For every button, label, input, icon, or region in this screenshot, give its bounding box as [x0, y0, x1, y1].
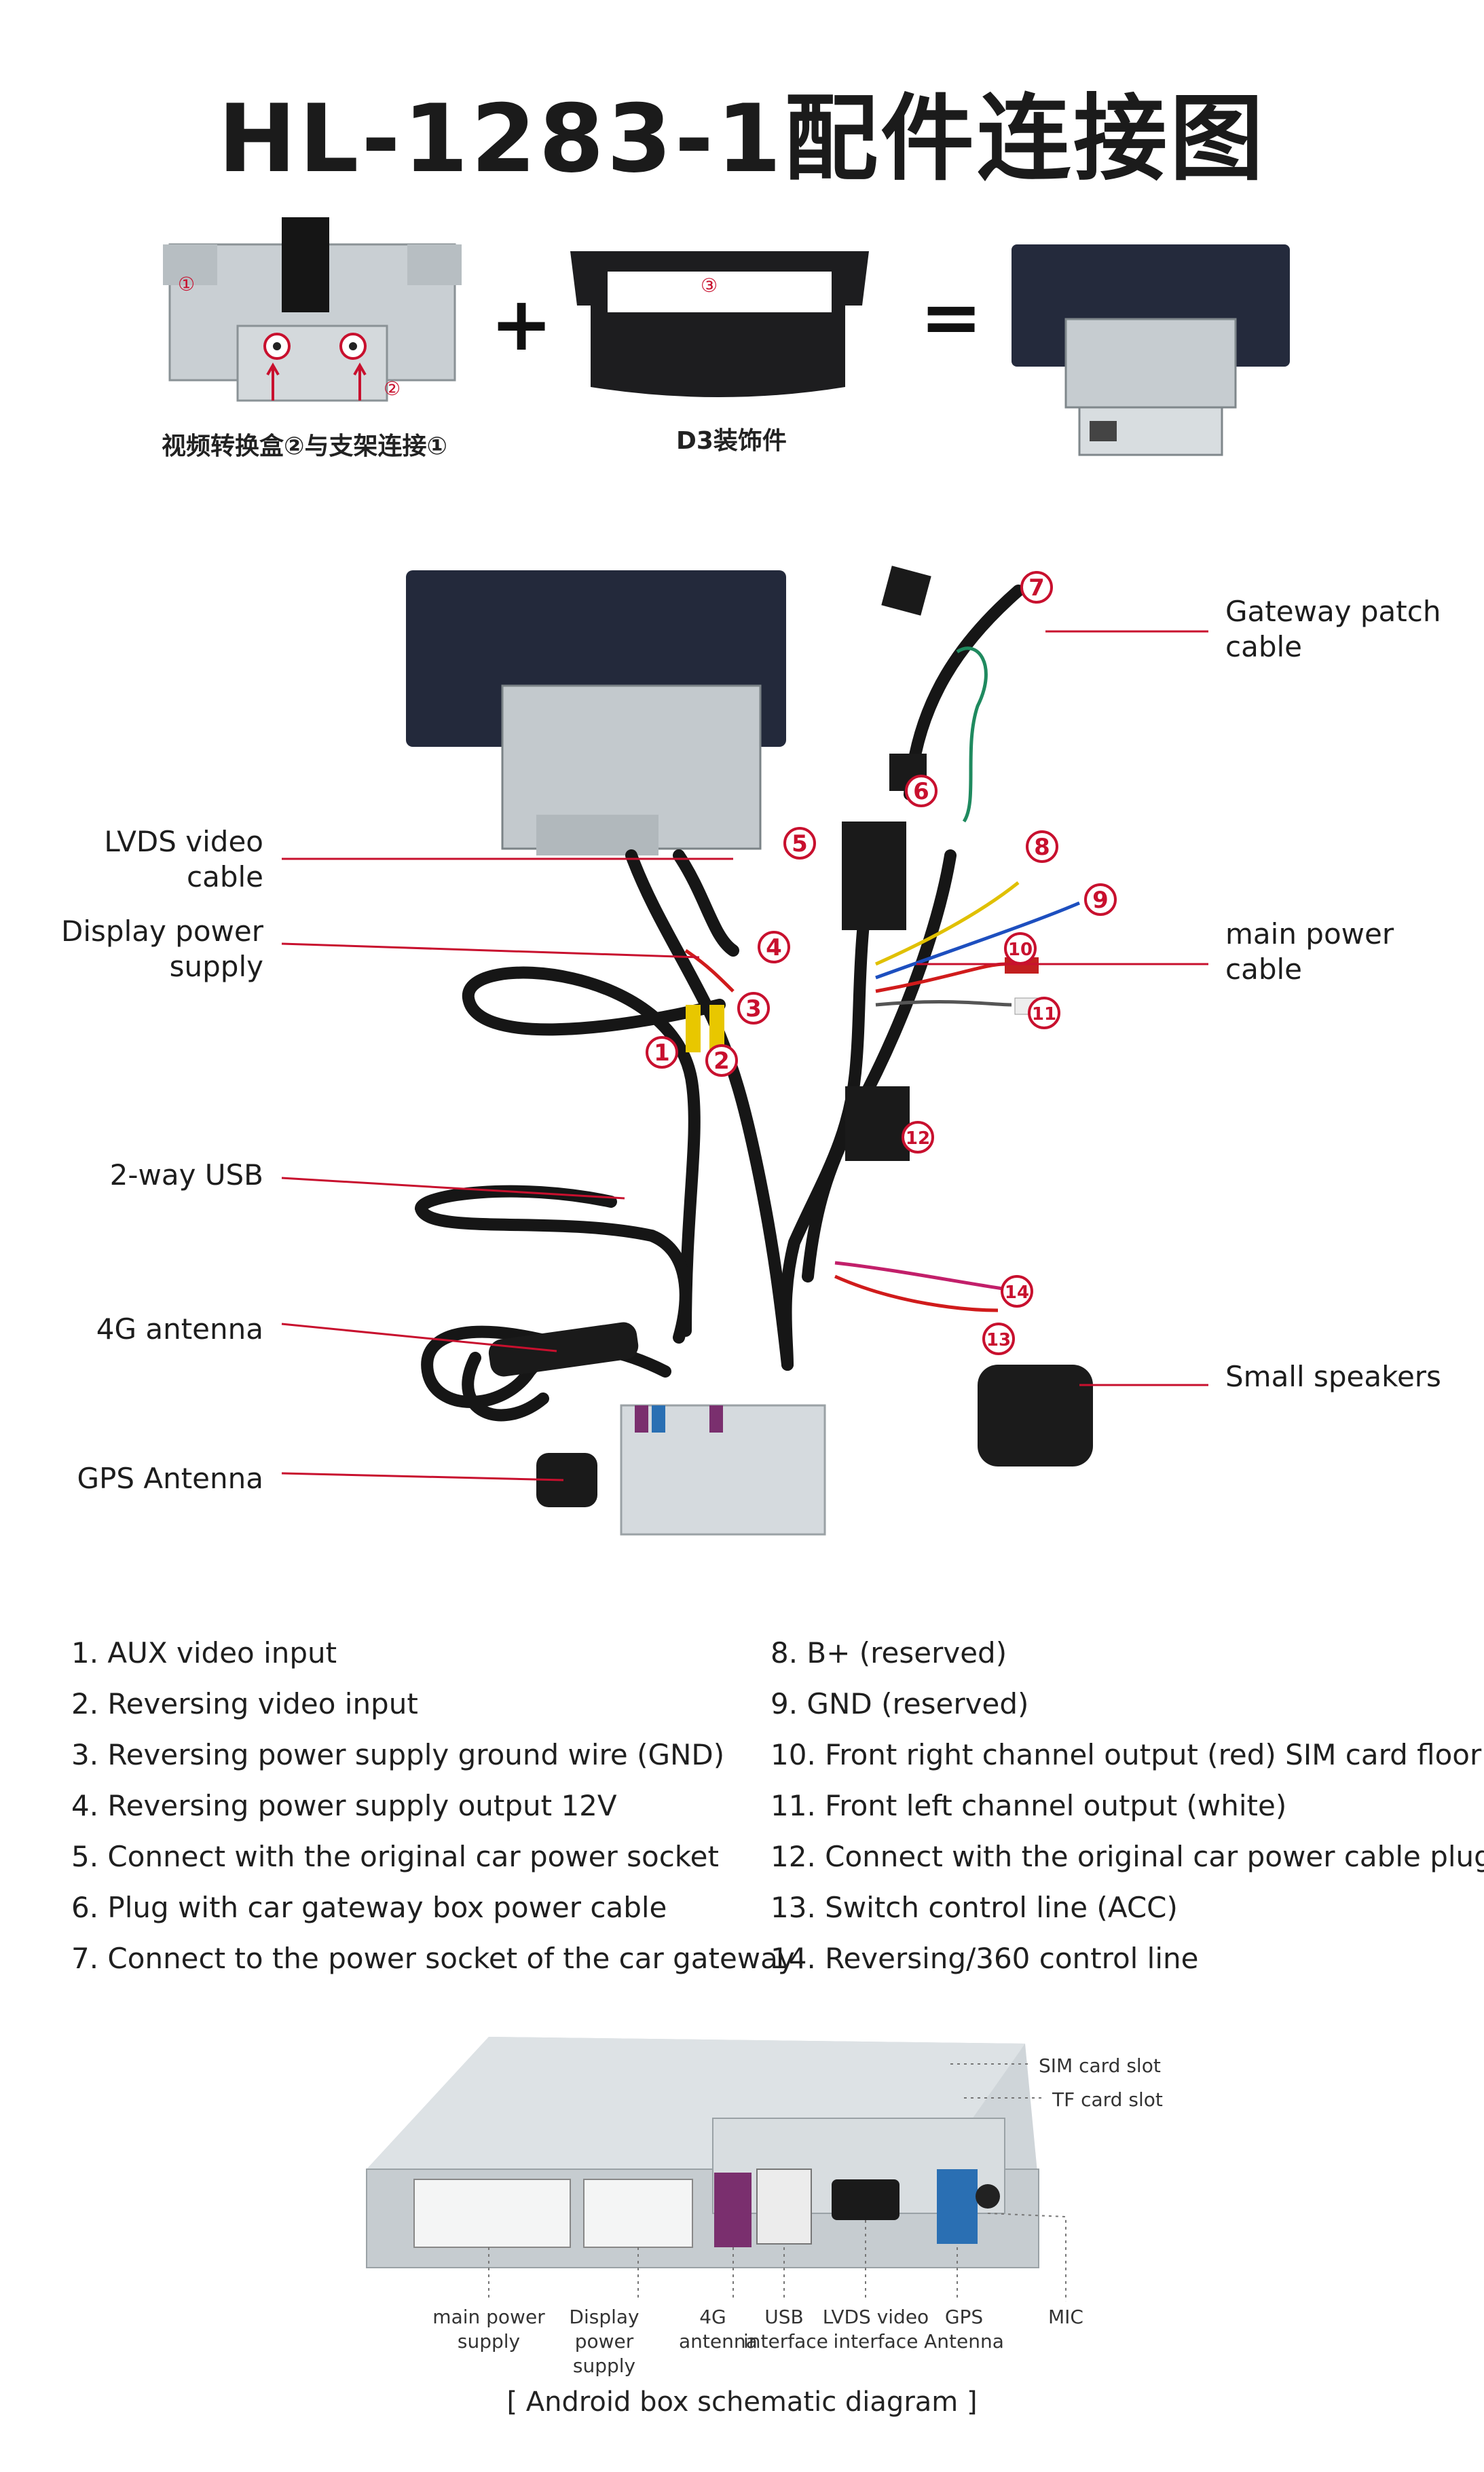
legend-item: 13. Switch control line (ACC) [771, 1891, 1178, 1924]
svg-text:6: 6 [913, 778, 929, 805]
usb-port [756, 2169, 812, 2245]
legend-item: 9. GND (reserved) [771, 1687, 1029, 1720]
callout-gps-antenna: GPS Antenna [77, 1462, 263, 1495]
box-caption: [ Android box schematic diagram ] [506, 2386, 978, 2418]
svg-text:3: 3 [745, 995, 762, 1022]
lvds-port [832, 2179, 899, 2220]
android-box-schematic [366, 2037, 1066, 2302]
assembled-unit-image [1012, 244, 1290, 456]
svg-text:12: 12 [906, 1128, 930, 1149]
marker-2: 2 [705, 1044, 738, 1077]
marker-8: 8 [1026, 830, 1058, 863]
legend-item: 4. Reversing power supply output 12V [71, 1789, 617, 1822]
marker-5: 5 [783, 827, 816, 860]
number-markers: 7 6 5 8 9 4 10 3 11 1 2 12 14 13 [646, 571, 1117, 1355]
display-unit-image [406, 570, 786, 855]
marker-1: ① [178, 273, 195, 295]
svg-text:14: 14 [1005, 1283, 1029, 1303]
marker-10: 10 [1004, 932, 1037, 965]
bracket-caption: 视频转换盒②与支架连接① [162, 432, 447, 460]
mic-label: MIC [1048, 2306, 1083, 2328]
marker-1: 1 [646, 1036, 678, 1069]
callout-4g-antenna: 4G antenna [96, 1312, 263, 1346]
sim-card-slot-label: SIM card slot [1039, 2054, 1161, 2077]
marker-7: 7 [1020, 571, 1053, 604]
legend-item: 6. Plug with car gateway box power cable [71, 1891, 667, 1924]
marker-11: 11 [1028, 997, 1060, 1029]
svg-text:7: 7 [1028, 574, 1045, 602]
svg-text:4: 4 [766, 934, 782, 961]
4g-antenna-image [488, 1322, 639, 1377]
legend-left: 1. AUX video input 2. Reversing video in… [71, 1636, 795, 1993]
svg-text:5: 5 [792, 830, 808, 857]
gps-puck-image [536, 1453, 597, 1507]
legend-item: 10. Front right channel output (red) SIM… [771, 1738, 1482, 1771]
plus-sign: + [490, 280, 553, 367]
bracket-image [163, 217, 462, 402]
legend-item: 3. Reversing power supply ground wire (G… [71, 1738, 725, 1771]
callout-2-way-usb: 2-way USB [109, 1158, 263, 1192]
wiring-diagram: 7 6 5 8 9 4 10 3 11 1 2 12 14 13 [281, 566, 1208, 1536]
svg-text:9: 9 [1092, 887, 1109, 914]
legend-item: 8. B+ (reserved) [771, 1636, 1007, 1669]
marker-9: 9 [1084, 883, 1117, 916]
marker-12: 12 [902, 1121, 934, 1154]
marker-13: 13 [982, 1323, 1015, 1355]
marker-3: ③ [701, 274, 718, 297]
marker-4: 4 [758, 931, 790, 963]
svg-text:10: 10 [1008, 940, 1033, 960]
tf-card-slot-label: TF card slot [1052, 2088, 1163, 2111]
legend-item: 5. Connect with the original car power s… [71, 1840, 719, 1873]
legend-item: 7. Connect to the power socket of the ca… [71, 1942, 795, 1975]
trim-caption: D3装饰件 [676, 427, 787, 455]
d3-trim-image [570, 251, 869, 397]
marker-2: ② [384, 377, 401, 400]
legend-item: 14. Reversing/360 control line [771, 1942, 1199, 1975]
svg-text:11: 11 [1032, 1004, 1056, 1025]
4g-port [714, 2173, 752, 2247]
svg-text:8: 8 [1034, 834, 1050, 861]
legend-right: 8. B+ (reserved) 9. GND (reserved) 10. F… [771, 1636, 1484, 1993]
equals-sign: = [920, 274, 982, 361]
marker-3: 3 [737, 992, 770, 1025]
legend-item: 1. AUX video input [71, 1636, 337, 1669]
assembly-illustration: ① ② + ③ = [163, 217, 1290, 456]
marker-14: 14 [1001, 1275, 1033, 1308]
marker-6: 6 [905, 775, 938, 807]
legend-item: 12. Connect with the original car power … [771, 1840, 1484, 1873]
mic-hole [976, 2184, 1000, 2209]
gps-port [937, 2169, 978, 2244]
svg-text:13: 13 [986, 1330, 1011, 1350]
callout-lines [281, 630, 1208, 1481]
svg-text:1: 1 [654, 1039, 670, 1067]
svg-text:2: 2 [713, 1048, 730, 1075]
legend-item: 11. Front left channel output (white) [771, 1789, 1287, 1822]
page-title: HL-1283-1配件连接图 [217, 84, 1267, 193]
legend-item: 2. Reversing video input [71, 1687, 418, 1720]
speaker-image [978, 1365, 1093, 1466]
callout-small-speakers: Small speakers [1225, 1360, 1441, 1393]
